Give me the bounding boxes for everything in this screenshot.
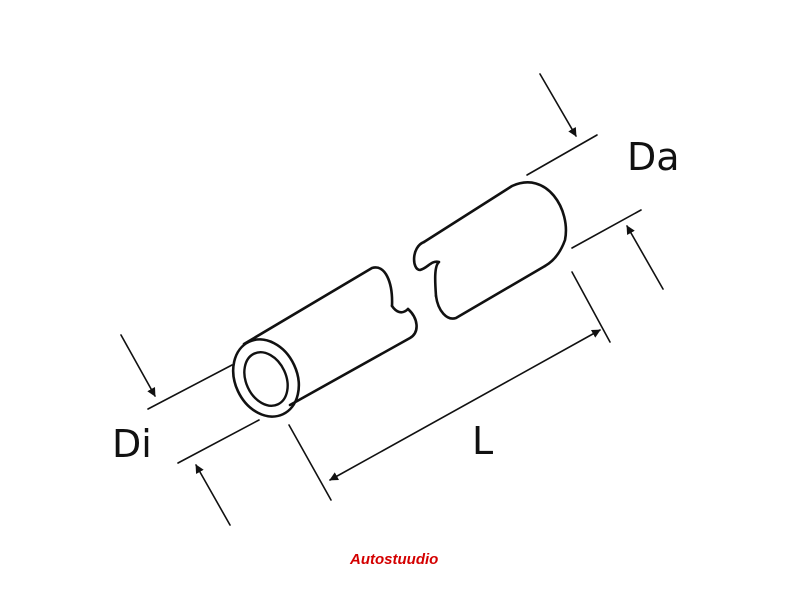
left-tube-outer-rim	[231, 338, 301, 418]
left-tube-top-edge	[242, 266, 394, 346]
da-extension-lower	[571, 209, 642, 249]
da-arrow-top	[539, 73, 577, 137]
l-dimension-arrow	[329, 329, 601, 481]
da-extension-upper	[526, 134, 598, 176]
da-arrow-bottom	[626, 225, 664, 290]
extension-lines	[147, 134, 642, 501]
inner-diameter-label: Di	[112, 422, 152, 466]
right-tube-curl	[412, 240, 441, 298]
right-tube-top-edge	[422, 181, 568, 268]
di-arrow-bottom	[195, 464, 231, 526]
length-label: L	[472, 419, 494, 463]
di-arrow-top	[120, 334, 156, 397]
di-extension-lower	[177, 419, 260, 464]
watermark-text: Autostuudio	[350, 551, 439, 568]
left-tube-seam	[390, 304, 410, 314]
dimension-arrows	[120, 73, 664, 526]
right-tube-bottom-edge	[434, 264, 547, 320]
di-extension-upper	[147, 364, 233, 410]
left-tube-inner-bore	[243, 351, 289, 407]
l-extension-right	[571, 271, 611, 343]
left-tube-bottom-edge	[288, 307, 418, 407]
outer-diameter-label: Da	[627, 135, 680, 179]
left-tube-segment	[231, 266, 418, 418]
right-tube-segment	[412, 181, 568, 320]
l-extension-left	[288, 424, 332, 501]
